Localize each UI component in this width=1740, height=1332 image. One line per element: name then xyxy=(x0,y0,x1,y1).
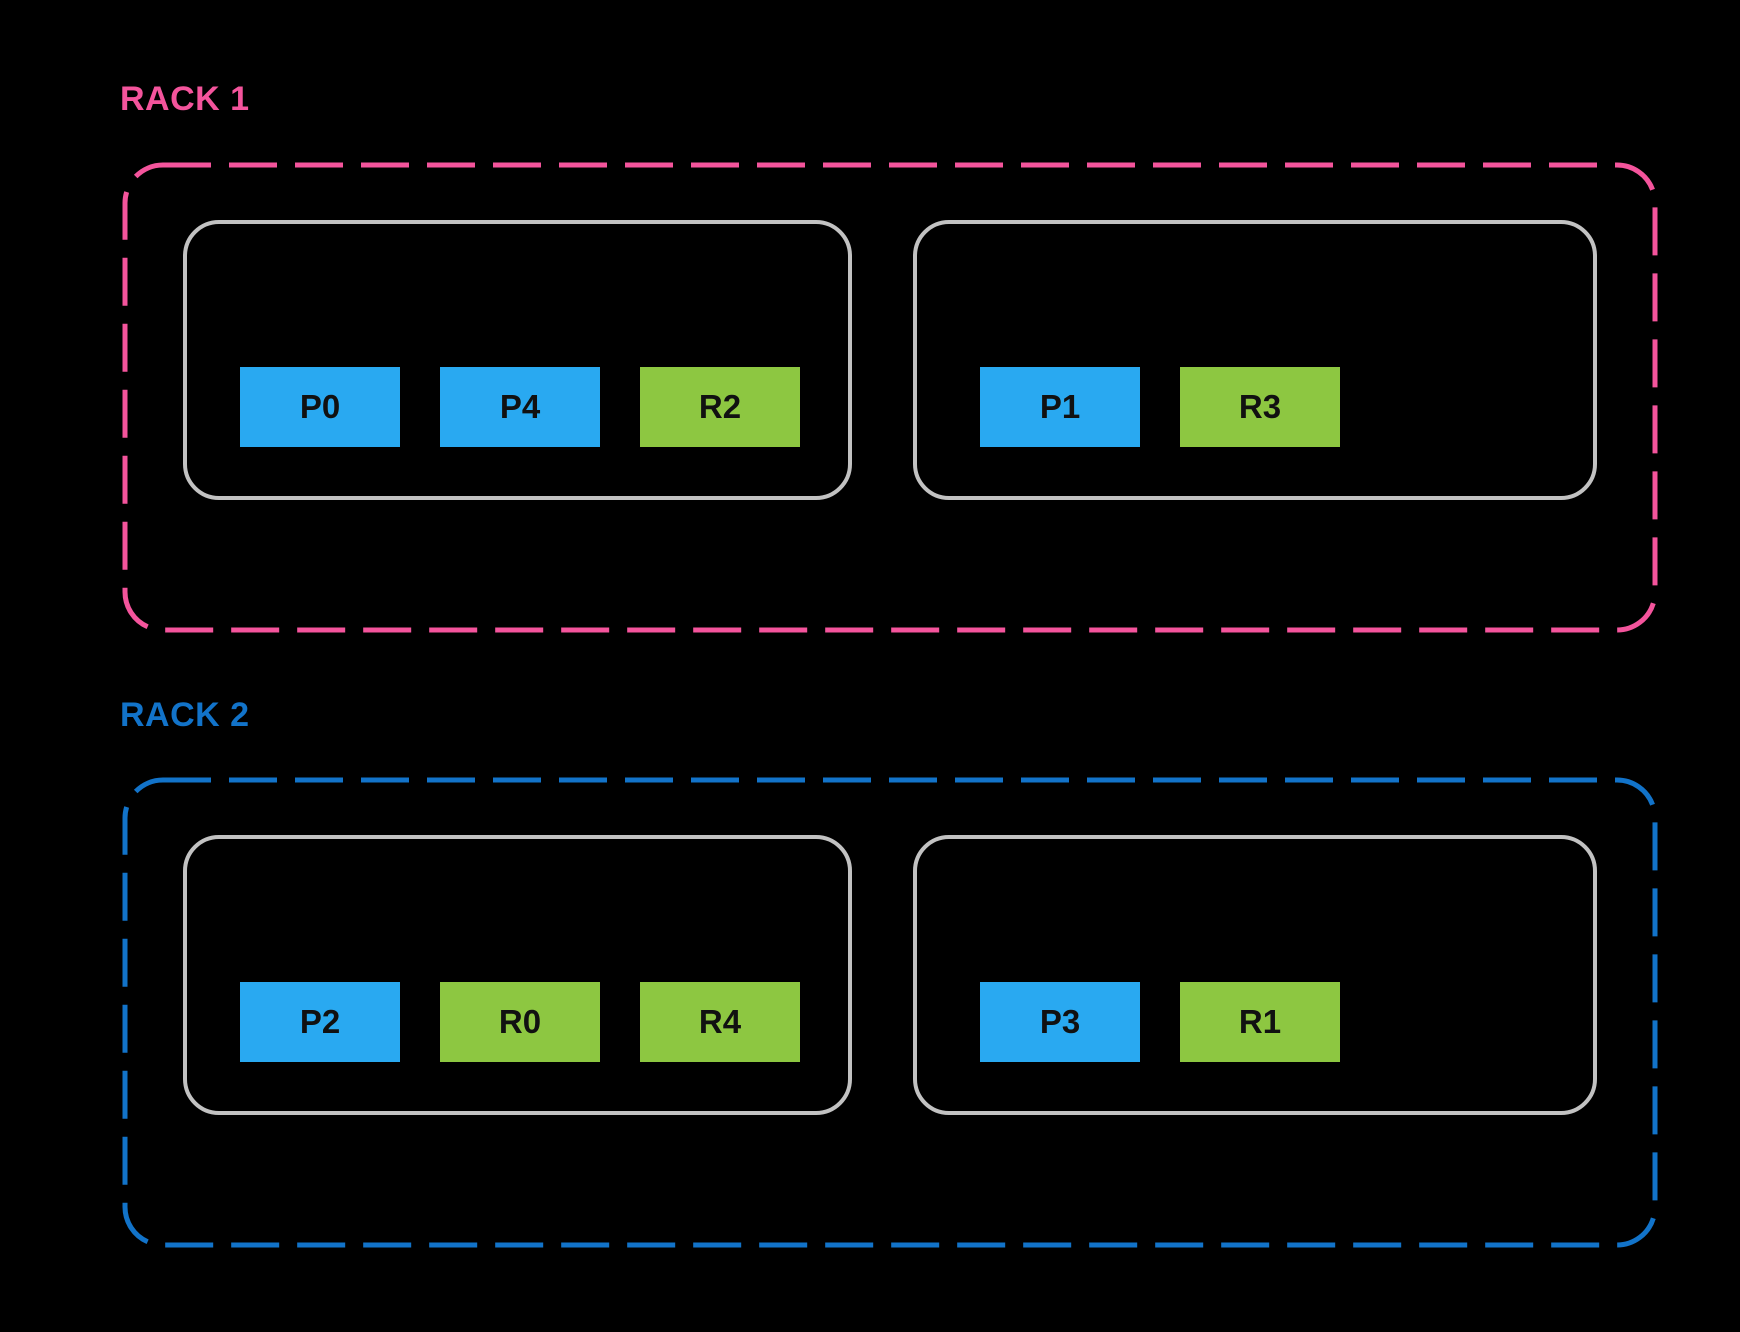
rack-1-node-2: P1 R3 xyxy=(913,220,1597,500)
block-P1: P1 xyxy=(980,367,1140,447)
rack-2-label: RACK 2 xyxy=(120,696,250,734)
rack-2-dashed-border xyxy=(122,777,1658,1248)
block-P0: P0 xyxy=(240,367,400,447)
block-R2: R2 xyxy=(640,367,800,447)
rack-2-node-1: P2 R0 R4 xyxy=(183,835,852,1115)
rack-1-label: RACK 1 xyxy=(120,80,250,118)
rack-1-node-1: P0 P4 R2 xyxy=(183,220,852,500)
rack-1-boundary: P0 P4 R2 P1 R3 xyxy=(122,162,1658,633)
rack-1-dashed-rect xyxy=(122,162,1658,633)
rack-2-dashed-rect xyxy=(122,777,1658,1248)
rack-2-boundary: P2 R0 R4 P3 R1 xyxy=(122,777,1658,1248)
rack-2-node-2: P3 R1 xyxy=(913,835,1597,1115)
block-R1: R1 xyxy=(1180,982,1340,1062)
block-R3: R3 xyxy=(1180,367,1340,447)
block-P3: P3 xyxy=(980,982,1140,1062)
block-P2: P2 xyxy=(240,982,400,1062)
block-P4: P4 xyxy=(440,367,600,447)
block-R0: R0 xyxy=(440,982,600,1062)
rack-1-dashed-border xyxy=(122,162,1658,633)
block-R4: R4 xyxy=(640,982,800,1062)
